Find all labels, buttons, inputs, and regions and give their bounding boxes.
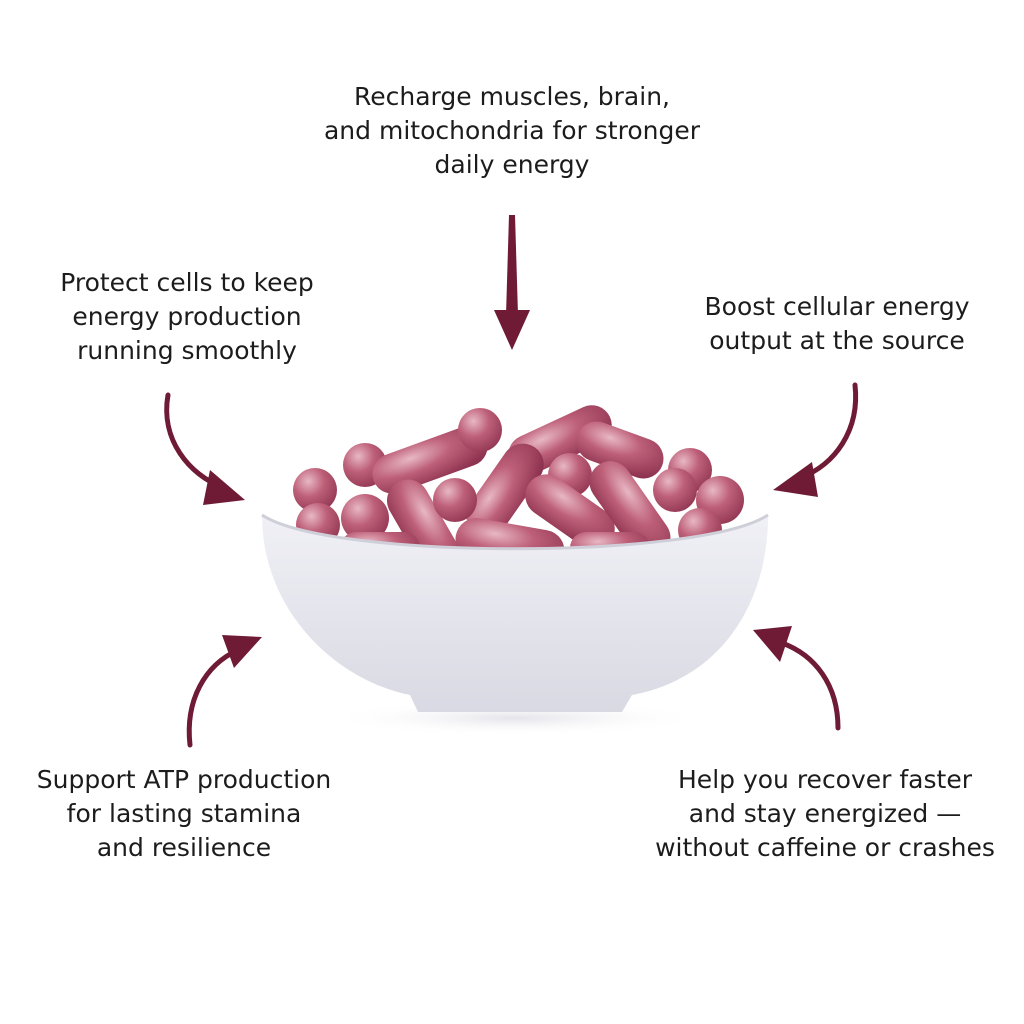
benefit-top-right: Boost cellular energy output at the sour… [704, 292, 970, 355]
capsule [433, 478, 477, 522]
capsule [653, 468, 697, 512]
curved-arrow-icon [773, 382, 859, 497]
arrows [164, 215, 859, 748]
benefit-top: Recharge muscles, brain, and mitochondri… [323, 82, 701, 179]
capsule [589, 461, 671, 559]
capsule [466, 443, 544, 537]
benefit-bottom-right: Help you recover faster and stay energiz… [655, 765, 995, 862]
bowl [262, 515, 768, 712]
capsule [525, 474, 615, 550]
curved-arrow-icon [164, 392, 245, 505]
capsule [372, 426, 488, 494]
capsules-back [293, 405, 744, 581]
curved-arrow-icon [753, 626, 841, 731]
capsule [293, 468, 337, 512]
arrow-down-icon [494, 215, 530, 350]
capsule [458, 408, 502, 452]
curved-arrow-icon [186, 635, 262, 748]
capsule [341, 494, 389, 542]
benefit-bottom-left: Support ATP production for lasting stami… [36, 765, 332, 862]
capsule [576, 421, 664, 479]
benefit-top-left: Protect cells to keep energy production … [60, 268, 314, 365]
